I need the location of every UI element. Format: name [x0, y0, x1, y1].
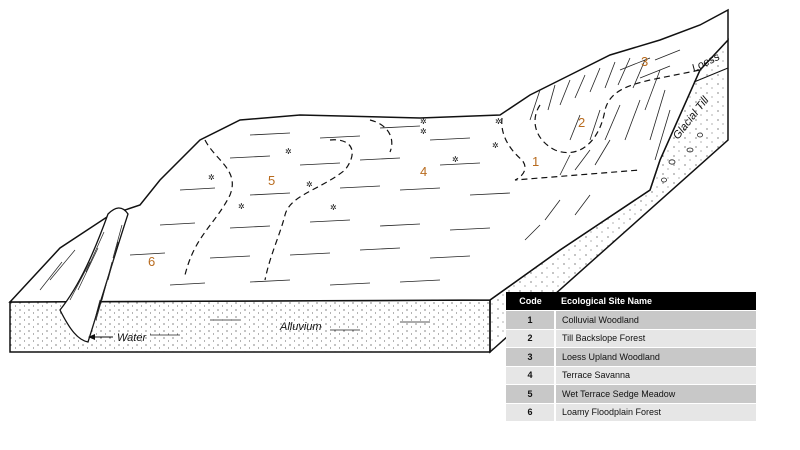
legend-code: 2 — [506, 328, 556, 348]
hillslope-hachures — [524, 49, 681, 241]
surface-texture — [129, 125, 511, 336]
legend-site-name: Colluvial Woodland — [555, 310, 756, 329]
legend-row: 1 Colluvial Woodland — [506, 310, 756, 329]
stream-channel — [59, 207, 129, 343]
legend-site-name: Wet Terrace Sedge Meadow — [555, 384, 756, 403]
water-label: Water — [117, 332, 147, 344]
svg-text:✲: ✲ — [420, 127, 427, 136]
zone-5-number: 5 — [268, 173, 275, 188]
legend-site-name: Terrace Savanna — [555, 365, 756, 385]
svg-text:✲: ✲ — [238, 202, 245, 211]
legend-site-name: Till Backslope Forest — [555, 328, 756, 348]
svg-text:✲: ✲ — [495, 117, 502, 126]
zone-2-number: 2 — [578, 115, 585, 130]
legend-site-name: Loess Upland Woodland — [555, 347, 756, 366]
svg-text:✲: ✲ — [452, 155, 459, 164]
svg-text:✲: ✲ — [420, 117, 427, 126]
zone-4-number: 4 — [420, 164, 427, 179]
legend-header-row: Code Ecological Site Name — [506, 292, 756, 311]
zone-3-number: 3 — [641, 54, 648, 69]
legend-header-name: Ecological Site Name — [555, 292, 756, 311]
svg-text:✲: ✲ — [285, 147, 292, 156]
zone-1-number: 1 — [532, 154, 539, 169]
legend-row: 4 Terrace Savanna — [506, 365, 756, 385]
legend-site-name: Loamy Floodplain Forest — [555, 402, 756, 421]
legend-code: 1 — [506, 310, 556, 329]
legend-code: 3 — [506, 347, 556, 366]
legend-row: 6 Loamy Floodplain Forest — [506, 402, 756, 421]
loess-till-boundary — [693, 67, 729, 83]
svg-text:✲: ✲ — [330, 203, 337, 212]
legend-code: 6 — [506, 402, 556, 421]
legend-code: 4 — [506, 365, 556, 385]
zone-6-number: 6 — [148, 254, 155, 269]
terrace-surface — [8, 8, 729, 303]
legend-row: 2 Till Backslope Forest — [506, 328, 756, 348]
ecological-site-legend: Code Ecological Site Name 1 Colluvial Wo… — [506, 292, 756, 421]
till-boulders — [661, 132, 703, 183]
legend-header-code: Code — [506, 292, 555, 311]
legend-row: 5 Wet Terrace Sedge Meadow — [506, 384, 756, 403]
svg-text:✲: ✲ — [306, 180, 313, 189]
channel-hatching — [39, 224, 123, 331]
svg-text:✲: ✲ — [208, 173, 215, 182]
svg-text:✲: ✲ — [492, 141, 499, 150]
alluvium-label: Alluvium — [279, 321, 322, 333]
water-pointer — [88, 334, 113, 340]
legend-row: 3 Loess Upland Woodland — [506, 347, 756, 366]
legend-code: 5 — [506, 384, 556, 403]
tree-symbols: ✲ ✲ ✲ ✲ ✲ ✲ ✲ ✲ ✲ ✲ — [208, 117, 502, 212]
zone-boundaries — [184, 69, 701, 281]
